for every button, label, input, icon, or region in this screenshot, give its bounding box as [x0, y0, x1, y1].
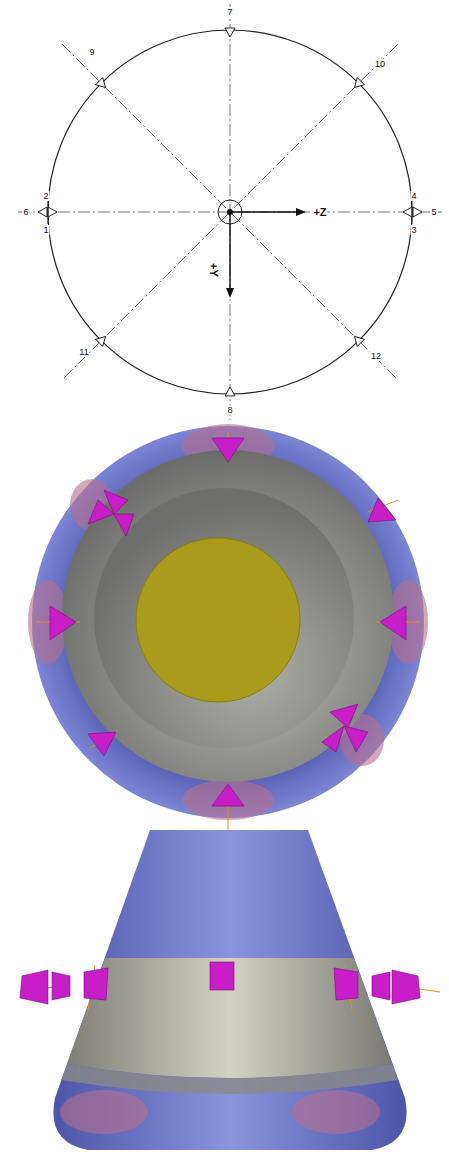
axis-arrow	[230, 211, 298, 212]
axis-arrowhead	[226, 288, 234, 298]
hull-inner	[94, 488, 354, 748]
thruster-cone	[104, 490, 128, 514]
thruster-cone	[372, 972, 390, 1000]
callout-number: 4	[410, 191, 417, 201]
thruster-mount	[412, 200, 413, 224]
center-line	[62, 44, 398, 380]
thruster-symbol	[351, 333, 364, 346]
callout-number: 7	[226, 7, 233, 17]
callout-number: 12	[370, 351, 382, 361]
thruster-cone	[344, 726, 368, 752]
thruster-cone	[52, 972, 70, 1000]
thruster-symbol	[96, 333, 109, 346]
thruster-cone	[114, 514, 134, 536]
thruster-cone	[20, 970, 48, 1004]
thruster-mount	[48, 200, 49, 224]
center-line	[62, 44, 398, 380]
capsule-side	[53, 830, 406, 1150]
callout-number: 5	[430, 207, 437, 217]
heat-shield-disk	[32, 426, 424, 818]
thruster-symbol	[38, 207, 47, 217]
thruster-symbol	[48, 207, 57, 217]
axis-arrowhead	[296, 208, 306, 216]
pad-blob	[292, 1090, 380, 1134]
thruster-symbol	[225, 387, 235, 396]
center-line	[230, 4, 231, 420]
callout-number: 9	[88, 47, 95, 57]
callout-number: 2	[42, 191, 49, 201]
axis-label: +Z	[312, 206, 327, 218]
callout-number: 8	[226, 405, 233, 415]
hull-band	[67, 958, 392, 1078]
pad-blob	[60, 1090, 148, 1134]
callout-number: 11	[78, 347, 89, 357]
thruster-symbol	[351, 78, 364, 91]
thruster-cone	[88, 732, 116, 756]
body-outline	[48, 30, 412, 394]
thruster-cone	[212, 438, 244, 462]
callout-number: 6	[22, 207, 29, 217]
thruster-symbol	[96, 78, 109, 91]
callout-number: 1	[42, 225, 49, 235]
thruster-cone	[392, 970, 420, 1004]
thruster-symbol	[403, 207, 412, 217]
axis-label: +Y	[208, 262, 220, 278]
thruster-cone	[330, 704, 358, 728]
thruster-symbol	[413, 207, 422, 217]
callout-number: 10	[374, 59, 386, 69]
hatch-disk	[136, 538, 300, 702]
hull-band-lip	[61, 1064, 398, 1094]
hull-disk	[62, 450, 394, 782]
thruster-cone	[212, 784, 244, 806]
axis-arrow	[229, 212, 230, 290]
thruster-symbol	[225, 28, 235, 37]
thruster-cone	[368, 498, 396, 522]
thruster-cone	[334, 968, 358, 1000]
thruster-cone	[50, 606, 76, 640]
thruster-cone	[210, 962, 234, 990]
thruster-cone	[84, 968, 108, 1000]
callout-number: 3	[410, 225, 417, 235]
thruster-cone	[322, 726, 344, 752]
thruster-cone	[380, 606, 406, 640]
